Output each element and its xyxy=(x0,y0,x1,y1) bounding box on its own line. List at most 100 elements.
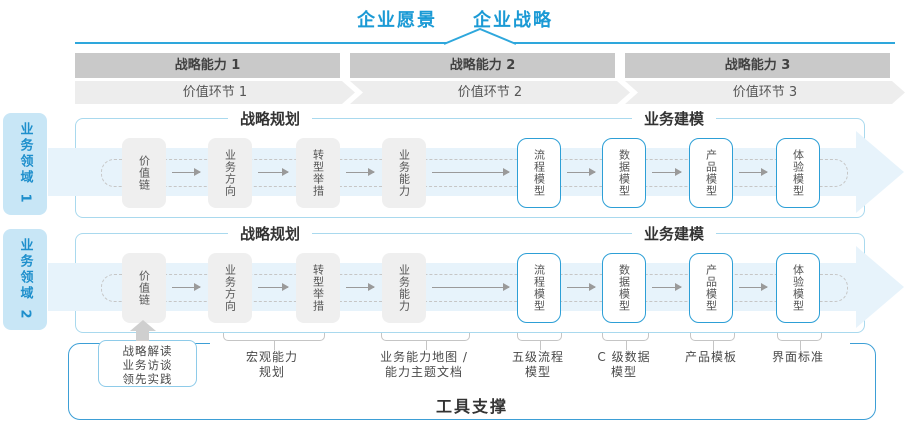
inputs-box: 战略解读 业务访谈 领先实践 xyxy=(98,340,197,387)
vision-title: 企业愿景 xyxy=(357,10,437,31)
model-box-label: 产品模型 xyxy=(704,264,718,312)
strategy-title: 企业战略 xyxy=(473,10,553,31)
annotation-line: 界面标准 xyxy=(771,350,824,364)
model-box-process: 流程模型 xyxy=(517,138,561,208)
annotation-label-macro-capability: 宏观能力 规划 xyxy=(212,350,332,380)
modeling-header: 业务建模 xyxy=(631,109,717,129)
model-box-label: 数据模型 xyxy=(617,149,631,197)
swimlane-row-1: 战略规划 业务建模 价值链 业务方向 转型举措 业务能力 流程模型 数据模型 产… xyxy=(48,109,904,218)
process-band-arrow-head-icon xyxy=(856,246,904,328)
stage-box-business-direction: 业务方向 xyxy=(208,253,252,323)
flow-arrow-icon xyxy=(172,168,201,176)
annotation-line: 能力主题文档 xyxy=(384,365,463,379)
model-box-label: 流程模型 xyxy=(532,264,546,312)
model-box-label: 体验模型 xyxy=(791,149,805,197)
stage-box-label: 业务方向 xyxy=(223,149,237,197)
model-box-product: 产品模型 xyxy=(689,138,733,208)
stage-box-label: 转型举措 xyxy=(311,149,325,197)
dashed-path xyxy=(101,159,848,187)
flow-arrow-icon xyxy=(567,168,596,176)
model-box-process: 流程模型 xyxy=(517,253,561,323)
stage-box-business-direction: 业务方向 xyxy=(208,138,252,208)
stage-box-transformation: 转型举措 xyxy=(296,138,340,208)
flow-arrow-icon xyxy=(346,168,375,176)
stage-box-value-chain: 价值链 xyxy=(122,138,166,208)
capability-bar-2: 战略能力 2 xyxy=(350,53,615,78)
annotation-line: 产品模板 xyxy=(684,350,737,364)
stage-box-label: 业务方向 xyxy=(223,264,237,312)
peak-triangle-icon xyxy=(443,28,517,45)
tools-label: 工具支撑 xyxy=(435,397,508,416)
value-chain-chevron-1: 价值环节 1 xyxy=(75,81,355,104)
brace-data-model xyxy=(602,333,649,350)
model-box-label: 体验模型 xyxy=(791,264,805,312)
flow-arrow-icon xyxy=(567,283,596,291)
annotation-line: 业务能力地图 / xyxy=(380,350,468,364)
stage-box-transformation: 转型举措 xyxy=(296,253,340,323)
model-box-experience: 体验模型 xyxy=(776,253,820,323)
model-box-data: 数据模型 xyxy=(602,253,646,323)
model-box-data: 数据模型 xyxy=(602,138,646,208)
flow-arrow-icon xyxy=(432,168,510,176)
inputs-box-line: 领先实践 xyxy=(122,372,173,386)
brace-ui-standard xyxy=(777,333,822,350)
annotation-line: 规划 xyxy=(258,365,285,379)
model-box-label: 数据模型 xyxy=(617,264,631,312)
brace-capability-map xyxy=(381,333,470,350)
annotation-label-product-template: 产品模板 xyxy=(651,350,771,365)
flow-arrow-icon xyxy=(258,283,289,291)
dashed-path xyxy=(101,274,848,302)
model-box-product: 产品模型 xyxy=(689,253,733,323)
model-box-label: 流程模型 xyxy=(532,149,546,197)
brace-macro-capability xyxy=(223,333,325,350)
annotation-label-process-model: 五级流程 模型 xyxy=(478,350,598,380)
domain-tab-2: 业务领域 2 xyxy=(3,229,47,330)
model-box-experience: 体验模型 xyxy=(776,138,820,208)
flow-arrow-icon xyxy=(172,283,201,291)
stage-box-business-capability: 业务能力 xyxy=(382,138,426,208)
process-band-arrow-head-icon xyxy=(856,131,904,213)
stage-box-label: 业务能力 xyxy=(397,149,411,197)
swimlane-row-2: 战略规划 业务建模 价值链 业务方向 转型举措 业务能力 流程模型 数据模型 产… xyxy=(48,224,904,333)
stage-box-business-capability: 业务能力 xyxy=(382,253,426,323)
annotation-line: 模型 xyxy=(524,365,551,379)
tools-border-cover xyxy=(210,341,850,347)
inputs-box-line: 业务访谈 xyxy=(122,358,173,372)
stage-box-label: 转型举措 xyxy=(311,264,325,312)
flow-arrow-icon xyxy=(652,168,682,176)
domain-tab-label: 业务领域 2 xyxy=(17,237,33,322)
capability-bar-3: 战略能力 3 xyxy=(625,53,890,78)
inputs-box-line: 战略解读 xyxy=(122,344,173,358)
annotation-label-ui-standard: 界面标准 xyxy=(738,350,858,365)
stage-box-label: 业务能力 xyxy=(397,264,411,312)
modeling-header: 业务建模 xyxy=(631,224,717,244)
annotation-line: 宏观能力 xyxy=(245,350,298,364)
up-arrow-icon xyxy=(130,320,156,331)
page-title: 企业愿景 企业战略 xyxy=(0,6,910,32)
flow-arrow-icon xyxy=(739,168,768,176)
brace-process-model xyxy=(517,333,562,350)
annotation-line: 五级流程 xyxy=(511,350,564,364)
annotation-label-data-model: C 级数据 模型 xyxy=(564,350,684,380)
capability-bar-1: 战略能力 1 xyxy=(75,53,340,78)
domain-tab-label: 业务领域 1 xyxy=(17,122,33,206)
stage-box-label: 价值链 xyxy=(137,155,151,191)
flow-arrow-icon xyxy=(346,283,375,291)
flow-arrow-icon xyxy=(258,168,289,176)
stage-box-label: 价值链 xyxy=(137,270,151,306)
flow-arrow-icon xyxy=(652,283,682,291)
planning-header: 战略规划 xyxy=(227,224,313,244)
annotation-line: 模型 xyxy=(610,365,637,379)
domain-tab-1: 业务领域 1 xyxy=(3,113,47,215)
annotation-line: C 级数据 xyxy=(597,350,651,364)
brace-product-template xyxy=(690,333,735,350)
planning-header: 战略规划 xyxy=(227,109,313,129)
flow-arrow-icon xyxy=(739,283,768,291)
value-chain-chevron-2: 价值环节 2 xyxy=(350,81,630,104)
annotation-label-capability-map: 业务能力地图 / 能力主题文档 xyxy=(364,350,484,380)
model-box-label: 产品模型 xyxy=(704,149,718,197)
stage-box-value-chain: 价值链 xyxy=(122,253,166,323)
flow-arrow-icon xyxy=(432,283,510,291)
value-chain-chevron-3: 价值环节 3 xyxy=(625,81,905,104)
